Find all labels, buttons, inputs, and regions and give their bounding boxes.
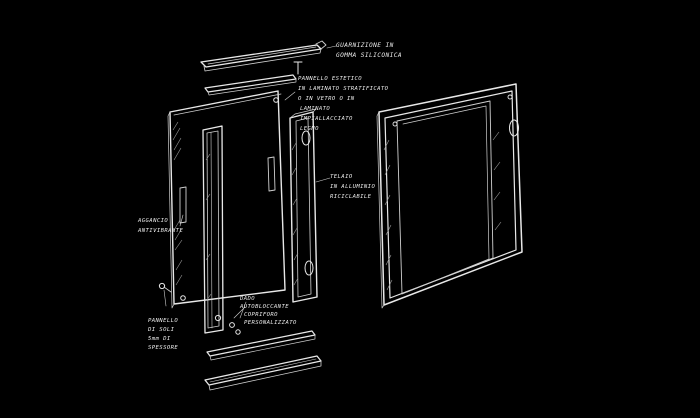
- label-panel-line-1: PANNELLO ESTETICO: [298, 76, 362, 82]
- bottom-gasket-rail: [204, 355, 322, 391]
- label-hook: AGGANCIO ANTIVIBRANTE: [137, 218, 183, 234]
- top-pin: [293, 61, 303, 75]
- label-panel: PANNELLO ESTETICO IN LAMINATO STRATIFICA…: [298, 76, 389, 132]
- screw-left: [158, 282, 172, 293]
- label-thickness-line-4: SPESSORE: [148, 345, 178, 351]
- label-frame-line-1: TELAIO: [330, 174, 353, 180]
- label-thickness-line-3: 5mm DI: [148, 336, 171, 342]
- label-frame: TELAIO IN ALLUMINIO RICICLABILE: [330, 174, 375, 200]
- label-nut: DADO AUTOBLOCCANTE: [239, 296, 289, 310]
- label-panel-line-5: IMPIALLACCIATO: [300, 116, 353, 122]
- label-thickness: PANNELLO DI SOLI 5mm DI SPESSORE: [147, 318, 178, 351]
- label-cap-line-1: COPRIFORO: [244, 312, 278, 318]
- inner-profile: [202, 125, 224, 334]
- label-thickness-line-2: DI SOLI: [147, 327, 175, 333]
- label-gasket-line-1: GUARNIZIONE IN: [336, 42, 394, 49]
- front-panel: [167, 90, 286, 309]
- assembled-door: [376, 83, 523, 309]
- label-panel-line-2: IN LAMINATO STRATIFICATO: [298, 86, 389, 92]
- label-nut-line-2: AUTOBLOCCANTE: [239, 304, 289, 310]
- leader-lines: [163, 45, 337, 319]
- label-frame-line-2: IN ALLUMINIO: [330, 184, 375, 190]
- label-panel-line-4: LAMINATO: [300, 106, 330, 112]
- label-nut-line-1: DADO: [239, 296, 255, 302]
- label-thickness-line-1: PANNELLO: [148, 318, 178, 324]
- label-cap: COPRIFORO PERSONALIZZATO: [244, 312, 297, 326]
- side-frame: [289, 108, 318, 303]
- bottom-rail-1: [206, 330, 316, 361]
- label-panel-line-3: O IN VETRO O IN: [298, 96, 355, 102]
- label-panel-line-6: LEGNO: [300, 126, 319, 132]
- label-gasket-line-2: GOMMA SILICONICA: [336, 52, 402, 59]
- second-rail: [204, 74, 297, 96]
- label-hook-line-2: ANTIVIBRANTE: [137, 228, 183, 234]
- label-hook-line-1: AGGANCIO: [137, 218, 168, 224]
- label-cap-line-2: PERSONALIZZATO: [244, 320, 297, 326]
- label-frame-line-3: RICICLABILE: [330, 194, 372, 200]
- top-gasket-rail: [200, 40, 327, 72]
- label-gasket: GUARNIZIONE IN GOMMA SILICONICA: [336, 42, 402, 59]
